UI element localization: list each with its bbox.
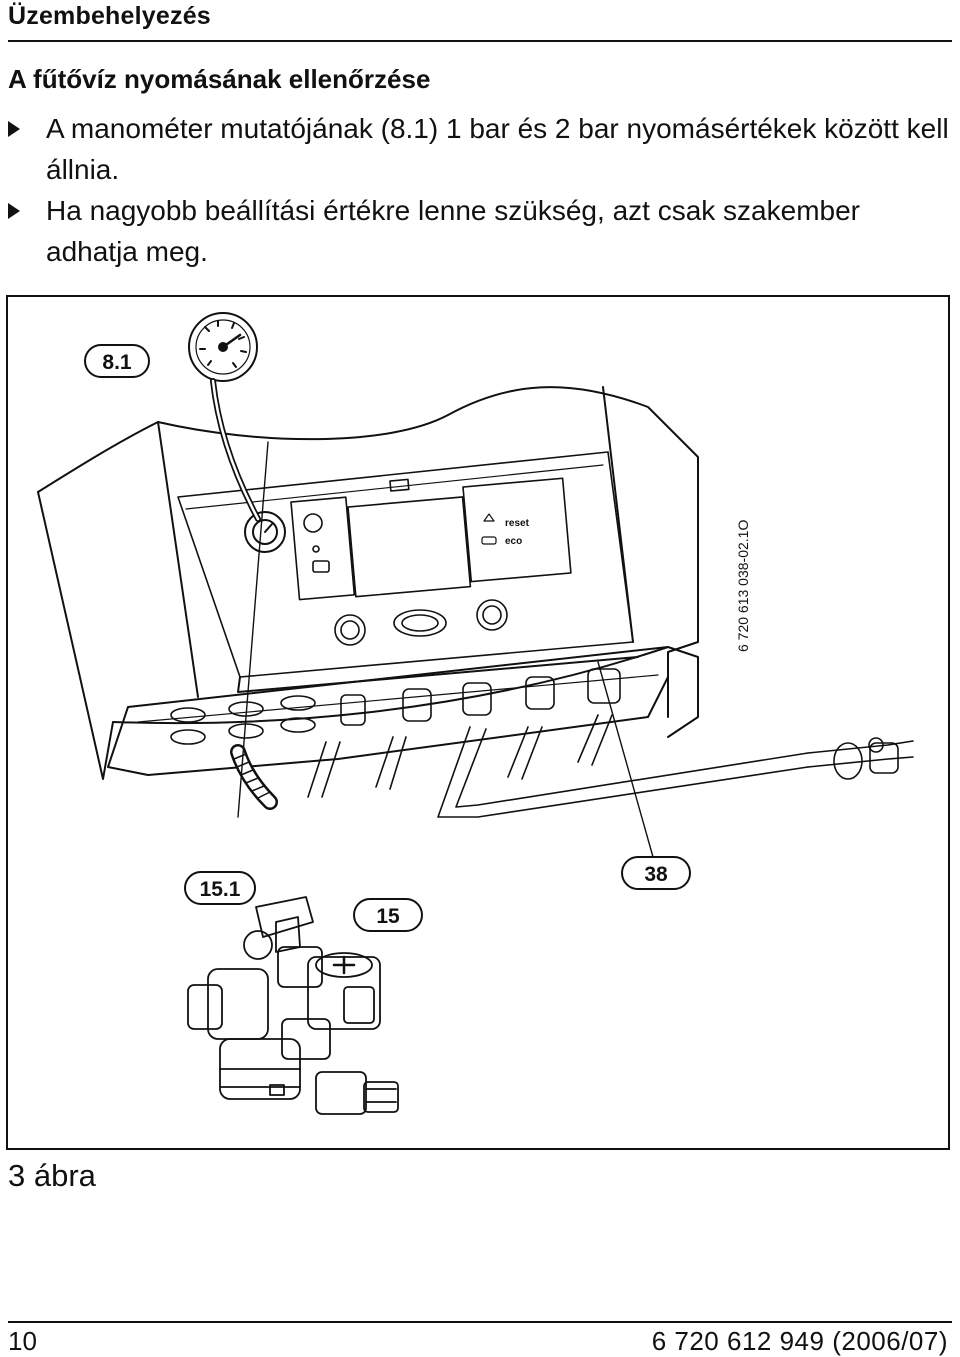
footer-rule: [8, 1321, 952, 1323]
bullet-text: Ha nagyobb beállítási értékre lenne szük…: [46, 195, 860, 267]
callout-valve-c-label: 38: [644, 863, 668, 886]
document-code: 6 720 612 949 (2006/07): [651, 1326, 948, 1356]
callout-valve-a-label: 15.1: [200, 878, 241, 901]
control-panel: [290, 477, 572, 646]
callout-manometer: [84, 344, 150, 378]
bullet-arrow-icon: [8, 121, 20, 137]
valve-assembly-icon: [187, 896, 399, 1115]
bullet-list: A manométer mutatójának (8.1) 1 bar és 2…: [8, 108, 952, 272]
reset-label: reset: [505, 518, 530, 529]
callout-manometer-label: 8.1: [102, 351, 132, 374]
subheading: A fűtővíz nyomásának ellenőrzése: [8, 64, 431, 94]
eco-label: eco: [505, 536, 522, 547]
bullet-item: Ha nagyobb beállítási értékre lenne szük…: [8, 190, 952, 272]
bullet-text: A manométer mutatójának (8.1) 1 bar és 2…: [46, 113, 949, 185]
boiler-casing: [37, 386, 699, 780]
manometer-detail-icon: [188, 312, 261, 522]
callout-valve-a: [184, 871, 256, 905]
bullet-item: A manométer mutatójának (8.1) 1 bar és 2…: [8, 108, 952, 190]
callout-valve-c: [621, 856, 691, 890]
pipe-connectors: [170, 668, 914, 818]
leader-lines: [237, 441, 654, 858]
drain-hose-icon: [230, 744, 278, 810]
figure-frame: reset eco: [6, 295, 950, 1150]
callout-valve-b-label: 15: [376, 905, 400, 928]
drawing-code: 6 720 613 038-02.1O: [735, 520, 751, 652]
manometer-gauge-icon: [244, 511, 286, 553]
boiler-illustration: reset eco: [37, 312, 914, 1115]
page-number: 10: [8, 1326, 37, 1356]
header-rule: [8, 40, 952, 42]
figure-caption: 3 ábra: [8, 1158, 96, 1193]
bullet-arrow-icon: [8, 203, 20, 219]
section-title: Üzembehelyezés: [8, 2, 211, 30]
callout-valve-b: [353, 898, 423, 932]
